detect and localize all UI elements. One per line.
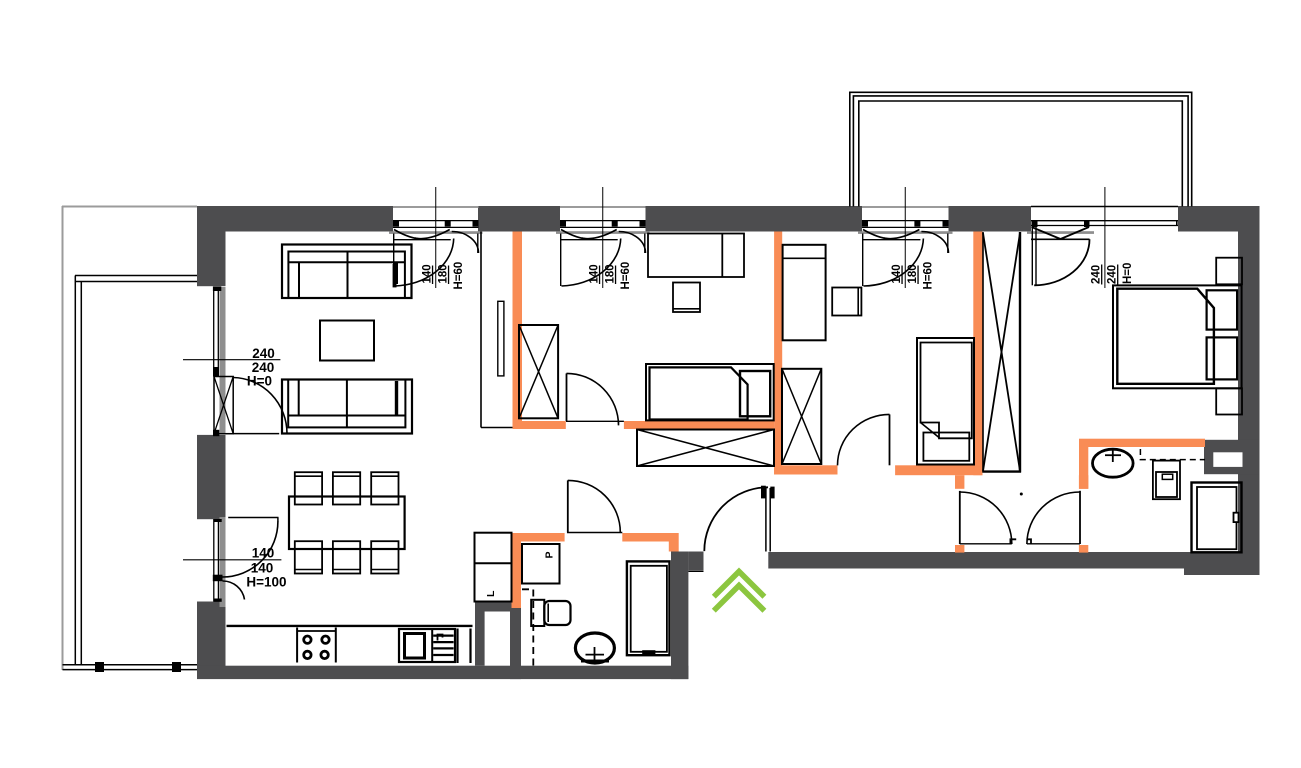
svg-text:P: P bbox=[544, 551, 556, 558]
svg-text:H=60: H=60 bbox=[620, 262, 632, 290]
svg-text:L: L bbox=[485, 590, 497, 597]
svg-text:140: 140 bbox=[588, 264, 600, 283]
svg-text:H=0: H=0 bbox=[1122, 263, 1134, 284]
svg-text:240: 240 bbox=[252, 346, 275, 361]
svg-text:140: 140 bbox=[891, 264, 903, 283]
svg-text:240: 240 bbox=[252, 360, 275, 375]
svg-text:H=100: H=100 bbox=[246, 575, 286, 590]
svg-text:180: 180 bbox=[907, 264, 919, 283]
svg-text:240: 240 bbox=[1106, 265, 1118, 284]
svg-text:H=0: H=0 bbox=[247, 374, 272, 389]
svg-text:240: 240 bbox=[1090, 265, 1102, 284]
svg-text:140: 140 bbox=[252, 546, 275, 561]
svg-text:140: 140 bbox=[251, 561, 274, 576]
svg-text:140: 140 bbox=[421, 264, 433, 283]
svg-text:180: 180 bbox=[437, 264, 449, 283]
svg-text:H=60: H=60 bbox=[922, 262, 934, 290]
svg-text:180: 180 bbox=[604, 264, 616, 283]
svg-text:H=60: H=60 bbox=[453, 262, 465, 290]
